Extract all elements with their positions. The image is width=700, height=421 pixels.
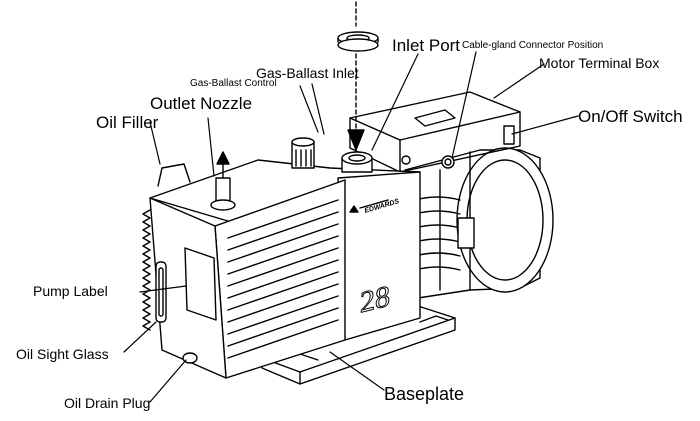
- label-motor-terminal-box: Motor Terminal Box: [539, 55, 660, 71]
- motor-drawing: [404, 147, 554, 301]
- pump-model-number: 28: [360, 279, 391, 320]
- flow-arrows: [216, 1, 365, 179]
- label-oil-filler: Oil Filler: [96, 113, 159, 132]
- pump-label-drawing: [184, 247, 217, 321]
- label-baseplate: Baseplate: [384, 384, 465, 404]
- label-pump-label: Pump Label: [33, 283, 108, 299]
- label-oil-drain-plug: Oil Drain Plug: [64, 395, 151, 411]
- on-off-switch-drawing: [503, 125, 515, 145]
- cable-gland-drawing: [441, 155, 455, 169]
- pump-body-drawing: [142, 159, 421, 379]
- oil-filler-drawing: [157, 163, 191, 187]
- label-gas-ballast-control: Gas-Ballast Control: [190, 78, 277, 89]
- label-cable-gland: Cable-gland Connector Position: [462, 40, 604, 51]
- label-oil-sight-glass: Oil Sight Glass: [16, 346, 109, 362]
- oil-drain-plug-drawing: [182, 352, 198, 364]
- oil-sight-glass-drawing: [155, 261, 167, 323]
- motor-terminal-box-drawing: [349, 91, 521, 173]
- label-on-off-switch: On/Off Switch: [578, 107, 683, 126]
- label-inlet-port: Inlet Port: [392, 36, 461, 55]
- top-fittings-drawing: [157, 31, 379, 211]
- label-gas-ballast-inlet: Gas-Ballast Inlet: [256, 65, 359, 81]
- leader-lines: [123, 51, 579, 403]
- label-outlet-nozzle: Outlet Nozzle: [150, 94, 253, 113]
